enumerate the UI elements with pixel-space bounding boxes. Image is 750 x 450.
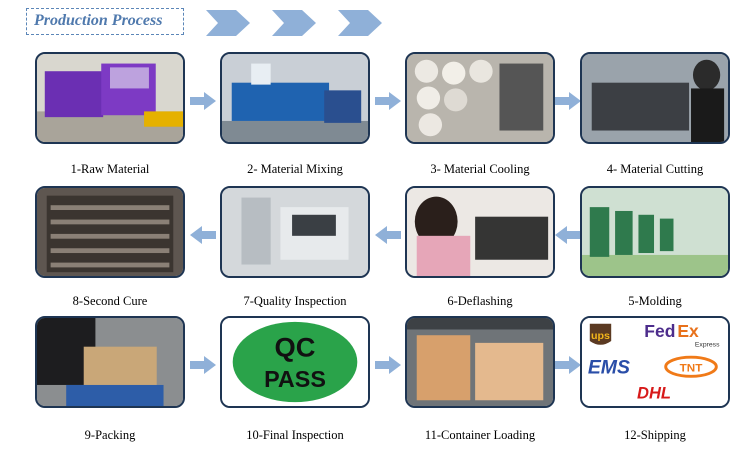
step-label: 9-Packing: [10, 428, 210, 443]
step-label: 11-Container Loading: [380, 428, 580, 443]
material-mixing-photo: [220, 52, 370, 144]
arrow-right-icon: [190, 92, 216, 110]
arrow-right-icon: [555, 356, 581, 374]
arrow-left-icon: [190, 226, 216, 244]
arrow-right-icon: [375, 356, 401, 374]
quality-inspection-photo: [220, 186, 370, 278]
material-cutting-photo: [580, 52, 730, 144]
step-label: 5-Molding: [555, 294, 750, 309]
step-label: 2- Material Mixing: [195, 162, 395, 177]
fedex-fed-text: Fed: [644, 321, 675, 341]
step-label: 12-Shipping: [555, 428, 750, 443]
raw-material-photo: [35, 52, 185, 144]
tnt-logo: TNT: [680, 363, 703, 375]
chevron-right-icon: [338, 10, 382, 36]
ems-logo: EMS: [588, 358, 630, 379]
container-loading-photo: [405, 316, 555, 408]
step-label: 10-Final Inspection: [195, 428, 395, 443]
arrow-right-icon: [375, 92, 401, 110]
deflashing-photo: [405, 186, 555, 278]
pass-text: PASS: [264, 366, 326, 392]
arrow-right-icon: [555, 92, 581, 110]
packing-photo: [35, 316, 185, 408]
arrow-left-icon: [375, 226, 401, 244]
chevron-right-icon: [272, 10, 316, 36]
material-cooling-photo: [405, 52, 555, 144]
step-label: 1-Raw Material: [10, 162, 210, 177]
section-title-box: Production Process: [26, 8, 184, 35]
step-label: 3- Material Cooling: [380, 162, 580, 177]
qc-pass-badge: QC PASS: [222, 318, 368, 406]
arrow-right-icon: [190, 356, 216, 374]
qc-text: QC: [275, 332, 316, 362]
fedex-express-text: Express: [695, 342, 720, 349]
step-label: 8-Second Cure: [10, 294, 210, 309]
step-label: 4- Material Cutting: [555, 162, 750, 177]
ups-logo: ups: [591, 330, 610, 342]
final-inspection-panel: QC PASS: [220, 316, 370, 408]
step-label: 6-Deflashing: [380, 294, 580, 309]
shipping-carriers-panel: ups Fed Ex Express EMS TNT DHL: [580, 316, 730, 408]
fedex-ex-text: Ex: [677, 321, 699, 341]
chevron-right-icon: [206, 10, 250, 36]
molding-photo: [580, 186, 730, 278]
page-title: Production Process: [34, 12, 162, 30]
step-label: 7-Quality Inspection: [195, 294, 395, 309]
second-cure-photo: [35, 186, 185, 278]
arrow-left-icon: [555, 226, 581, 244]
dhl-logo: DHL: [637, 384, 671, 402]
